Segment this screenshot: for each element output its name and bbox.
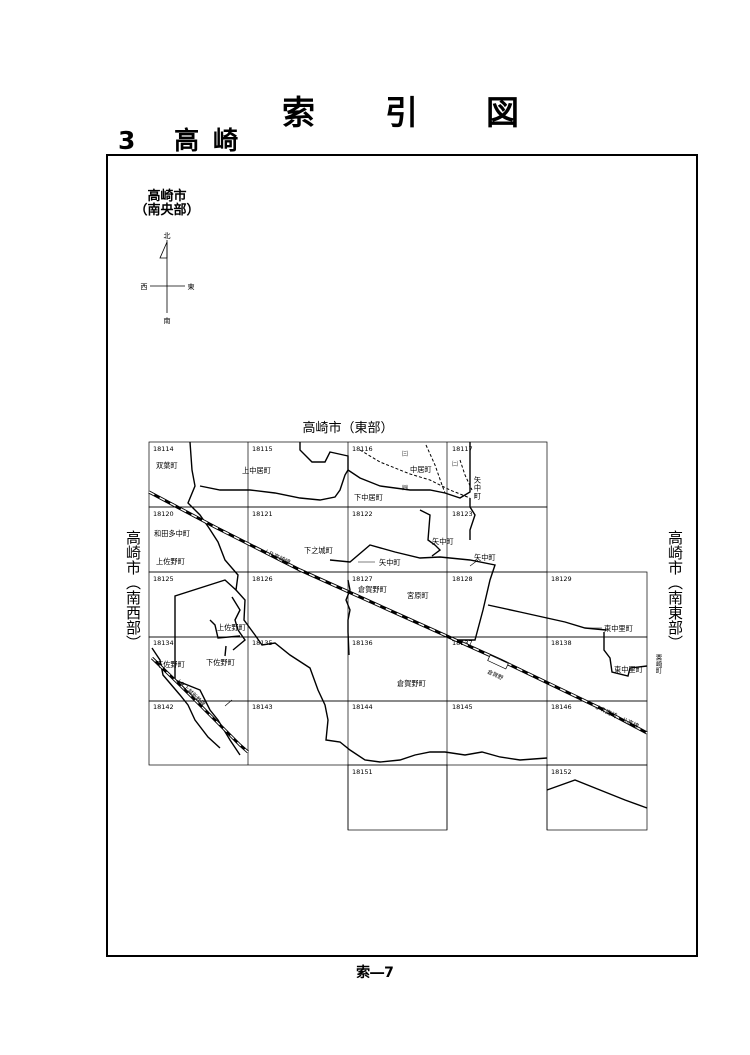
title-char-3: 図: [486, 93, 519, 132]
place-name: 下佐野町: [156, 660, 185, 669]
compass-east: 東: [188, 282, 195, 291]
railway-label: ＪＲ上越新幹線: [174, 676, 208, 708]
place-name: ㈢: [402, 450, 408, 458]
neighbor-east: 高崎市（南東部）: [666, 530, 684, 650]
section-name: 高崎: [174, 126, 253, 155]
tile-number: 18127: [352, 575, 373, 583]
neighbor-north: 高崎市（東部）: [302, 420, 393, 436]
place-name: ㈣: [402, 484, 408, 492]
kuragano-station-icon: [487, 654, 509, 670]
place-name: 東中里町: [614, 665, 643, 674]
place-name: 上佐野町: [156, 557, 185, 566]
title-char-1: 索: [282, 93, 315, 132]
railway-shinkansen: [150, 656, 249, 754]
district-boundaries: [151, 441, 648, 809]
place-name: 矢中町: [432, 537, 454, 546]
railway-label: ＪＲ高崎・八高線: [593, 703, 640, 731]
dashed-boundaries: [359, 444, 473, 499]
tile-number: 18134: [153, 639, 174, 647]
compass-north: 北: [164, 232, 171, 240]
tile-number: 18121: [252, 510, 273, 518]
tile-number: 18116: [352, 445, 373, 453]
page-title: 索 引 図: [0, 86, 750, 132]
place-name: 上佐野町: [217, 623, 246, 632]
tile-number: 18138: [551, 639, 572, 647]
place-name: 下佐野町: [206, 658, 235, 667]
tile-number: 18128: [452, 575, 473, 583]
place-name: 倉賀野町: [397, 679, 426, 688]
region-name: 高崎市: [147, 189, 187, 204]
compass-rose: [150, 240, 185, 313]
railway-takasaki-line: [148, 490, 648, 735]
place-name: 粟崎町: [654, 654, 662, 674]
tile-number: 18115: [252, 445, 273, 453]
place-name: 双葉町: [156, 461, 178, 470]
railway-label: ＪＲ高崎線: [261, 547, 292, 567]
tile-number: 18151: [352, 768, 373, 776]
tile-number: 18122: [352, 510, 373, 518]
tile-number: 18120: [153, 510, 174, 518]
tile-number: 18144: [352, 703, 373, 711]
tile-number: 18135: [252, 639, 273, 647]
tile-number: 18136: [352, 639, 373, 647]
place-name: 下中居町: [354, 493, 383, 502]
map-frame: [106, 154, 698, 957]
place-name: 東中里町: [604, 624, 633, 633]
compass-west: 西: [141, 283, 148, 291]
place-name: 上中居町: [242, 466, 271, 475]
leader-lines: [224, 559, 602, 707]
region-label: 高崎市 （南央部）: [132, 190, 202, 218]
neighbor-west: 高崎市（南西部）: [124, 530, 142, 650]
place-name: 下之城町: [304, 546, 333, 555]
tile-number: 18152: [551, 768, 572, 776]
tile-number: 18123: [452, 510, 473, 518]
tile-number: 18126: [252, 575, 273, 583]
tile-number: 18143: [252, 703, 273, 711]
tile-number: 18129: [551, 575, 572, 583]
title-char-2: 引: [385, 93, 418, 132]
tile-grid: [148, 441, 648, 831]
page-number: 索―7: [356, 965, 394, 981]
place-name: 矢中町: [379, 558, 401, 567]
station-label: 倉賀野: [486, 668, 505, 682]
place-name: 中居町: [410, 465, 432, 474]
place-name: 矢中町: [474, 553, 496, 562]
compass-south: 南: [164, 316, 171, 325]
tile-number: 18117: [452, 445, 473, 453]
place-name: 和田多中町: [154, 529, 190, 538]
place-name: ㈡: [452, 460, 458, 468]
tile-number: 18125: [153, 575, 174, 583]
tile-number: 18145: [452, 703, 473, 711]
place-name: 宮原町: [407, 591, 429, 600]
tile-number: 18146: [551, 703, 572, 711]
section-heading: 3 高崎: [118, 121, 252, 157]
tile-number: 18114: [153, 445, 174, 453]
tile-number: 18142: [153, 703, 174, 711]
place-name: 矢中町: [474, 475, 483, 500]
place-names: 双葉町 上中居町 中居町 下中居町 和田多中町 上佐野町 下之城町 矢中町 矢中…: [154, 450, 643, 688]
place-name: 倉賀野町: [358, 585, 387, 594]
section-number: 3: [118, 126, 136, 155]
region-sub: （南央部）: [134, 203, 200, 218]
